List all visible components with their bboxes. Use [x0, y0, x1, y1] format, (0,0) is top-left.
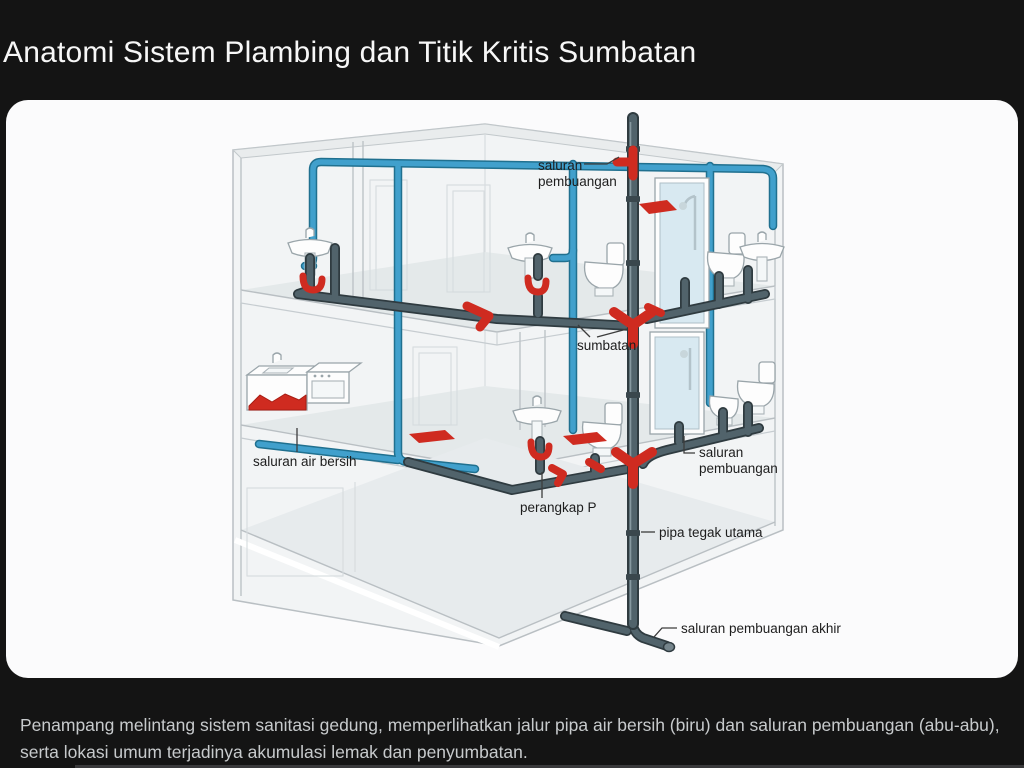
toilet-upper-right — [706, 232, 746, 287]
sink-ground-middle — [512, 395, 562, 442]
page-title: Anatomi Sistem Plambing dan Titik Kritis… — [3, 36, 697, 69]
label-final-drain: saluran pembuangan akhir — [653, 621, 841, 638]
label-drain-right-line2: pembuangan — [699, 461, 778, 476]
plumbing-diagram: saluran pembuangan sumbatan saluran air … — [231, 112, 841, 653]
diagram-labels: saluran pembuangan sumbatan saluran air … — [253, 156, 841, 638]
label-main-stack: pipa tegak utama — [641, 525, 763, 540]
toilet-upper-middle — [583, 242, 625, 297]
label-p-trap: perangkap P — [520, 472, 597, 515]
blockage-markers — [248, 145, 677, 489]
label-blockage: sumbatan — [577, 324, 636, 353]
main-stack-pipe — [626, 112, 640, 630]
label-blockage-text: sumbatan — [577, 338, 636, 353]
shower-ground-right — [649, 331, 705, 435]
fixtures — [245, 177, 785, 457]
label-drain-right-line1: saluran — [699, 445, 743, 460]
label-drain-top: saluran pembuangan — [538, 156, 620, 189]
label-drain-top-line1: saluran — [538, 158, 582, 173]
label-p-trap-text: perangkap P — [520, 500, 597, 515]
label-clean-water: saluran air bersih — [253, 428, 357, 469]
bottom-strip — [75, 765, 1024, 768]
grease-accumulation — [248, 393, 307, 411]
toilet-ground-right — [736, 361, 776, 415]
figure-caption: Penampang melintang sistem sanitasi gedu… — [20, 714, 1000, 762]
label-drain-right: saluran pembuangan — [683, 436, 778, 476]
label-final-drain-text: saluran pembuangan akhir — [681, 621, 841, 636]
building-cutaway — [231, 123, 785, 650]
illustration-panel: saluran pembuangan sumbatan saluran air … — [6, 100, 1018, 678]
label-drain-top-line2: pembuangan — [538, 174, 617, 189]
label-clean-water-text: saluran air bersih — [253, 454, 357, 469]
sink-upper-right — [739, 231, 785, 282]
label-main-stack-text: pipa tegak utama — [659, 525, 763, 540]
